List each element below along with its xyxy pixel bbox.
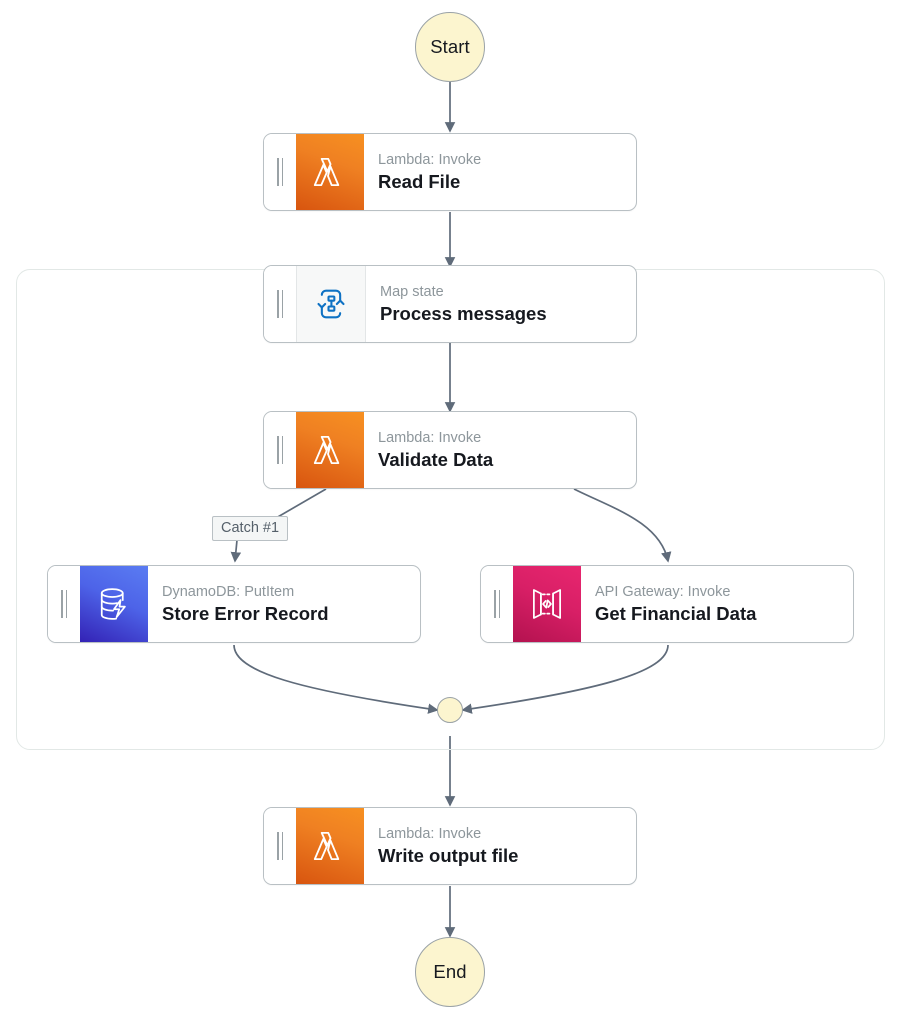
drag-handle[interactable]: [264, 808, 296, 884]
card-labels: Lambda: Invoke Write output file: [364, 808, 636, 884]
card-subtitle: Lambda: Invoke: [378, 825, 482, 842]
branch-junction-node[interactable]: [437, 697, 463, 723]
card-subtitle: Lambda: Invoke: [378, 429, 482, 446]
state-card-read-file[interactable]: Lambda: Invoke Read File: [263, 133, 637, 211]
card-title: Get Financial Data: [595, 603, 757, 624]
state-card-get-financial-data[interactable]: API Gateway: Invoke Get Financial Data: [480, 565, 854, 643]
drag-handle[interactable]: [264, 134, 296, 210]
state-card-write-output-file[interactable]: Lambda: Invoke Write output file: [263, 807, 637, 885]
card-title: Read File: [378, 171, 461, 192]
start-label: Start: [430, 36, 470, 57]
end-label: End: [433, 961, 467, 982]
state-card-store-error-record[interactable]: DynamoDB: PutItem Store Error Record: [47, 565, 421, 643]
dynamodb-icon: [80, 566, 148, 642]
card-subtitle: DynamoDB: PutItem: [162, 583, 295, 600]
end-node[interactable]: End: [415, 937, 485, 1007]
card-subtitle: Lambda: Invoke: [378, 151, 482, 168]
card-subtitle: Map state: [380, 283, 444, 300]
state-card-validate-data[interactable]: Lambda: Invoke Validate Data: [263, 411, 637, 489]
card-title: Validate Data: [378, 449, 494, 470]
drag-handle[interactable]: [481, 566, 513, 642]
card-labels: Map state Process messages: [366, 266, 636, 342]
drag-handle[interactable]: [264, 412, 296, 488]
lambda-icon: [296, 134, 364, 210]
card-title: Store Error Record: [162, 603, 329, 624]
start-node[interactable]: Start: [415, 12, 485, 82]
lambda-icon: [296, 808, 364, 884]
drag-handle[interactable]: [264, 266, 296, 342]
card-labels: Lambda: Invoke Read File: [364, 134, 636, 210]
card-labels: Lambda: Invoke Validate Data: [364, 412, 636, 488]
lambda-icon: [296, 412, 364, 488]
api-gateway-icon: [513, 566, 581, 642]
card-subtitle: API Gateway: Invoke: [595, 583, 731, 600]
card-title: Process messages: [380, 303, 547, 324]
state-card-process-messages[interactable]: Map state Process messages: [263, 265, 637, 343]
card-labels: DynamoDB: PutItem Store Error Record: [148, 566, 420, 642]
drag-handle[interactable]: [48, 566, 80, 642]
map-state-icon: [296, 266, 366, 342]
card-title: Write output file: [378, 845, 519, 866]
catch-label[interactable]: Catch #1: [212, 516, 289, 541]
card-labels: API Gateway: Invoke Get Financial Data: [581, 566, 853, 642]
